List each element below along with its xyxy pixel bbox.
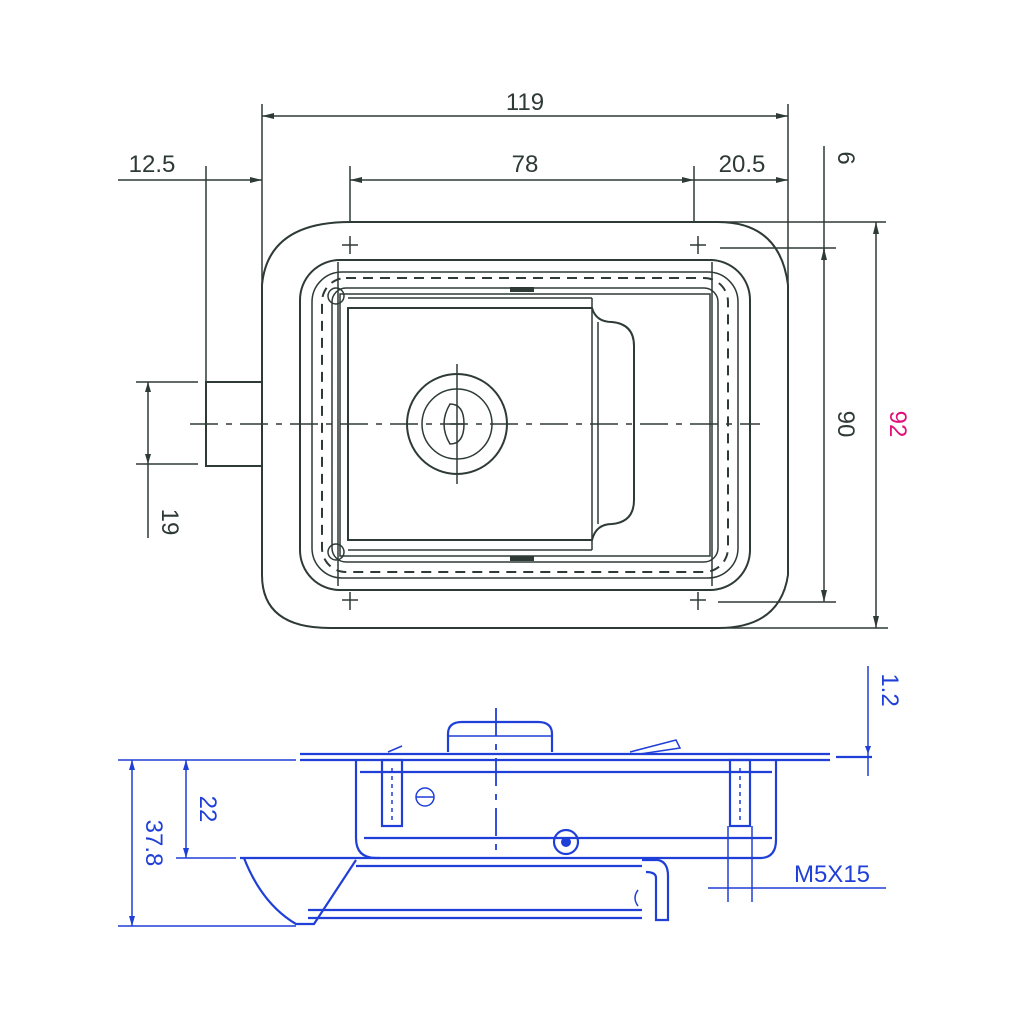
dim-left-offset: 12.5	[118, 151, 262, 382]
pivot-top-left	[327, 287, 345, 305]
pan-body	[354, 760, 778, 860]
dim-19-label: 19	[156, 509, 183, 536]
dim-20-5-label: 20.5	[719, 151, 766, 178]
key-cylinder-cap	[446, 720, 554, 752]
stud-right	[728, 758, 752, 828]
dim-78-label: 78	[512, 151, 539, 178]
dim-flange-thickness: 1.2	[865, 666, 903, 776]
dim-body-depth: 22	[176, 759, 296, 859]
dim-overall-width: 119	[261, 89, 789, 290]
pan-inner-outline	[311, 271, 739, 579]
pan-dashed-outline	[321, 277, 729, 573]
pan-recess-outline	[331, 287, 719, 563]
clip-top	[510, 287, 534, 292]
dim-cutout-height: 90	[718, 248, 859, 603]
dim-tab-height: 19	[136, 381, 198, 538]
lever-tip	[629, 739, 682, 755]
mounting-hole-markers	[342, 236, 706, 610]
dim-6-label: 6	[832, 151, 859, 164]
pan-outline	[299, 259, 751, 591]
side-tab	[205, 381, 263, 467]
stud-left	[380, 758, 404, 828]
dim-top-margin: 6	[718, 146, 886, 258]
paddle-handle-curve	[242, 857, 357, 926]
dim-1-2-label: 1.2	[876, 673, 903, 706]
pan-recess-inner	[339, 293, 711, 557]
dim-90-label: 90	[832, 411, 859, 438]
rivet-icon	[415, 787, 435, 807]
dim-37-8-label: 37.8	[140, 820, 167, 867]
clip-bottom	[510, 556, 534, 561]
dim-92-label: 92	[884, 411, 911, 438]
rivet-icon	[552, 828, 580, 856]
top-view: 119 78 20.5 12.5 6	[118, 89, 911, 629]
lever-left-tip	[387, 745, 403, 753]
dim-22-label: 22	[194, 796, 221, 823]
dim-119-label: 119	[506, 89, 544, 116]
pivot-bottom-left	[327, 543, 345, 561]
side-view: 22 37.8 1.2 M5X15	[118, 666, 903, 927]
paddle-hook-detail	[634, 889, 639, 907]
dim-overall-depth: 37.8	[118, 759, 296, 927]
dim-cutout-width: 78 20.5	[349, 151, 788, 222]
stud-spec-label: M5X15	[794, 861, 870, 888]
stud-callout: M5X15	[708, 826, 886, 902]
outer-plate-outline	[261, 221, 789, 629]
dim-12-5-label: 12.5	[129, 151, 176, 178]
paddle-outline	[347, 307, 635, 541]
paddle-hook	[642, 858, 670, 922]
dim-overall-height: 92	[718, 222, 911, 629]
